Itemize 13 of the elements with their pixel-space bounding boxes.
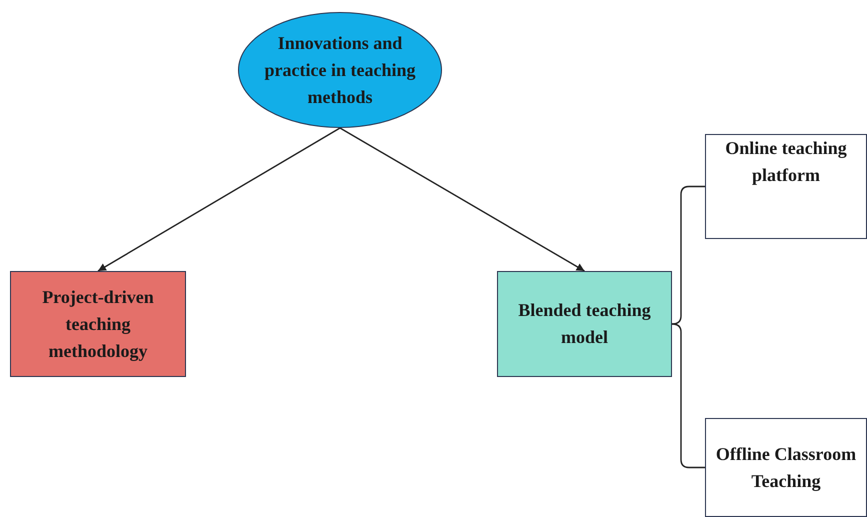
process-box [497, 271, 672, 377]
bracket-connector [672, 323, 705, 468]
process-box [705, 418, 867, 517]
process-box [10, 271, 186, 377]
node-label: Blended teaching model [517, 299, 652, 349]
bracket-connector [672, 186, 705, 325]
node-label: Innovations and practice in teaching methods [264, 32, 416, 108]
process-box [705, 134, 867, 239]
node-label: Offline Classroom Teaching [714, 442, 858, 493]
node-label: Project-driven teaching methodology [41, 286, 155, 363]
node-label: Online teaching platform [724, 136, 848, 187]
arrow [340, 127, 585, 272]
arrow [98, 127, 340, 272]
